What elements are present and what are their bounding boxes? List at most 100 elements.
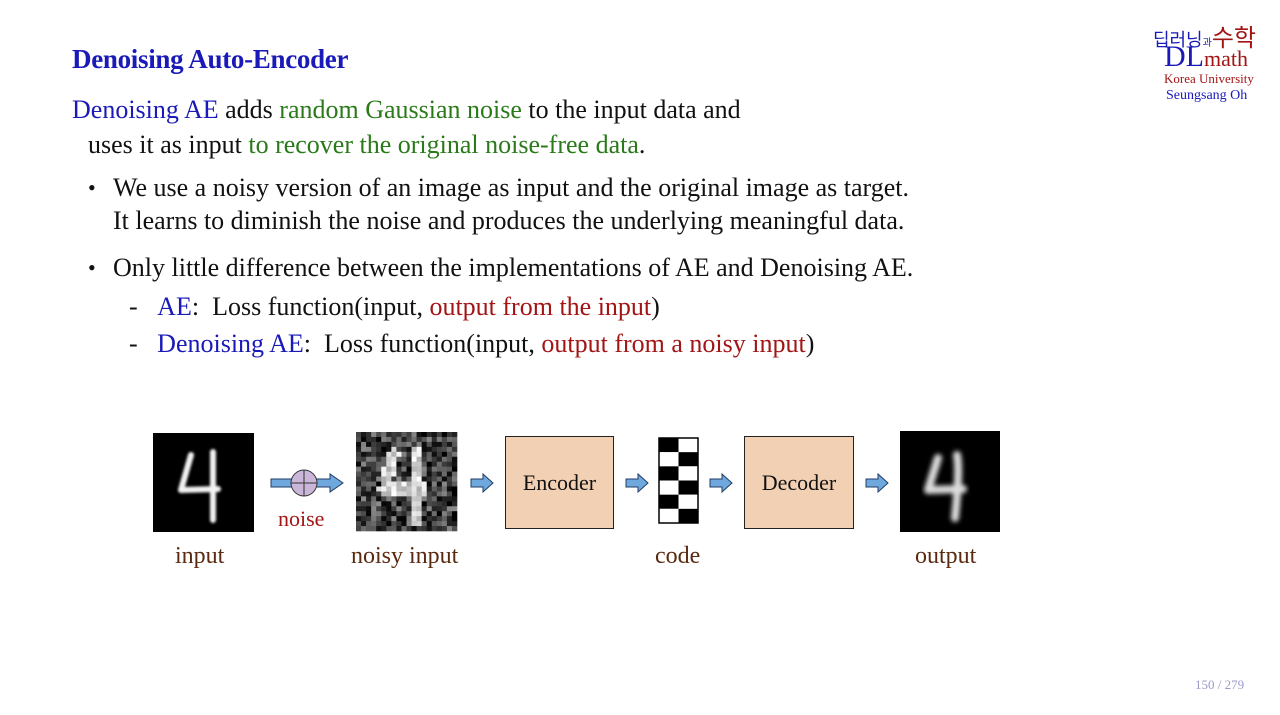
noise-pixel [401,501,407,507]
noise-pixel [381,456,387,462]
noise-pixel [366,506,372,512]
noise-pixel [421,466,427,472]
noise-pixel [436,456,443,462]
noise-pixel [401,506,407,512]
noise-pixel [391,521,397,527]
noise-pixel [426,461,433,467]
noise-pixel [446,471,453,477]
noise-pixel [396,486,402,492]
noise-pixel [406,481,412,487]
noise-pixel [411,496,417,502]
noise-pixel [406,451,412,458]
slide-title: Denoising Auto-Encoder [72,44,349,74]
noise-pixel [431,496,438,502]
noise-pixel [356,436,362,443]
noise-pixel [356,521,362,527]
noise-pixel [416,451,422,458]
code-cell-left [659,452,679,467]
noise-pixel [366,516,372,522]
logo-university: Korea University [1164,71,1254,86]
noise-pixel [426,471,433,477]
noise-pixel [401,466,407,472]
noise-pixel [416,436,422,443]
code-cell-left [659,466,679,481]
noise-pixel [446,496,453,502]
noise-pixel [441,496,448,502]
noise-pixel [361,456,367,462]
noise-pixel [421,451,427,458]
noise-pixel [406,441,412,448]
noise-pixel [366,521,372,527]
noise-pixel [441,511,448,517]
noise-pixel [436,501,443,507]
noise-pixel [441,441,448,448]
noise-pixel [401,432,407,438]
noise-pixel [366,456,372,462]
noise-pixel [386,432,392,438]
noise-pixel [356,466,362,472]
noise-pixel [431,526,438,532]
noise-pixel [361,501,367,507]
noise-pixel [406,496,412,502]
noise-pixel [361,481,367,487]
subitem-args-suffix: ) [805,329,815,358]
noise-pixel [381,526,387,532]
noise-pixel [381,471,387,477]
noise-pixel [411,506,417,512]
noise-pixel [391,516,397,522]
noise-pixel [436,486,443,492]
noise-pixel [431,446,438,453]
noise-pixel [371,432,377,438]
noise-pixel [391,491,397,497]
noise-pixel [376,441,382,448]
noise-pixel [436,471,443,477]
noise-pixel [421,446,427,453]
noise-pixel [371,471,377,477]
noise-pixel [406,471,412,477]
noise-pixel [396,491,402,497]
noise-pixel [386,496,392,502]
noise-pixel [371,461,377,467]
noise-pixel [451,486,458,492]
noise-pixel [446,432,453,438]
noise-pixel [421,491,427,497]
noise-pixel [386,491,392,497]
noise-pixel [441,506,448,512]
noise-pixel [401,451,407,458]
noise-pixel [431,501,438,507]
noise-pixel [416,521,422,527]
label-noise: noise [278,506,325,531]
noise-pixel [376,446,382,453]
noise-pixel [451,516,458,522]
noise-pixel [446,481,453,487]
noise-pixel [416,481,422,487]
input-image [153,433,254,532]
logo-dlmath: DLmath [1164,40,1248,74]
noise-pixel [361,521,367,527]
noise-pixel [451,471,458,477]
noise-pixel [376,476,382,482]
noise-pixel [396,516,402,522]
noise-pixel [386,486,392,492]
noise-pixel [436,432,443,438]
noise-pixel [401,476,407,482]
noise-pixel [411,471,417,477]
noise-pixel [376,501,382,507]
noise-pixel [356,471,362,477]
logo-dl: DL [1164,40,1204,73]
logo-author: Seungsang Oh [1166,88,1248,103]
noise-pixel [366,501,372,507]
subitem-args-prefix: (input, [354,292,430,321]
noise-pixel [451,491,458,497]
noise-pixel [361,446,367,453]
noise-pixel [386,516,392,522]
noise-pixel [451,481,458,487]
noise-pixel [391,461,397,467]
noise-pixel [426,496,433,502]
noise-pixel [451,521,458,527]
noise-pixel [436,436,443,443]
noise-pixel [391,432,397,438]
noise-pixel [366,446,372,453]
subitem-args-red: output from the input [429,292,652,321]
noise-pixel [376,516,382,522]
